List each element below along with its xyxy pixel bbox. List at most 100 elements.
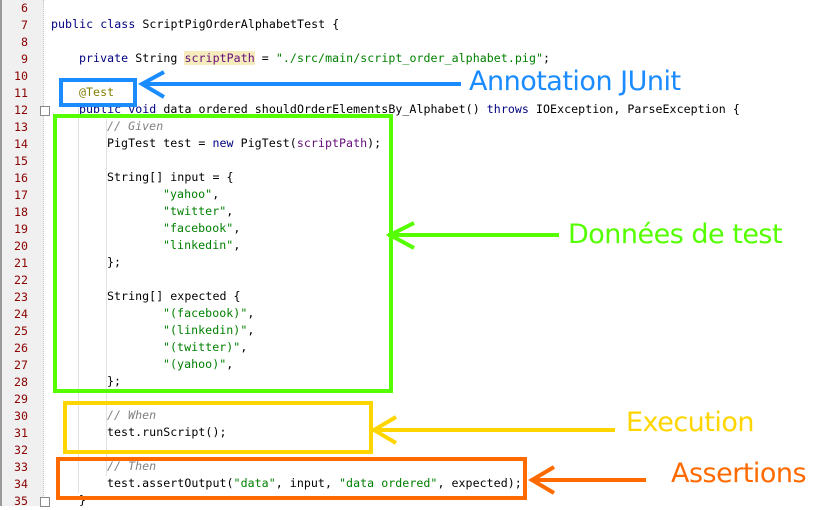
- line-number: 34: [14, 477, 28, 491]
- code-line: // Given: [107, 119, 163, 136]
- code-token: scriptPath: [296, 136, 368, 150]
- code-token: test.runScript();: [107, 425, 227, 439]
- line-number: 12: [14, 103, 28, 117]
- line-number: 17: [14, 188, 28, 202]
- code-token: ,: [247, 306, 255, 320]
- code-token: public class: [51, 17, 143, 31]
- code-token: "twitter": [163, 204, 227, 218]
- code-token: "yahoo": [163, 187, 213, 201]
- code-line: "(linkedin)",: [163, 323, 254, 340]
- line-number: 26: [14, 341, 28, 355]
- code-line: // Then: [107, 459, 156, 476]
- line-number: 27: [14, 358, 28, 372]
- code-token: ,: [247, 323, 255, 337]
- code-token: "(twitter)": [163, 340, 241, 354]
- code-token: "data": [233, 476, 276, 490]
- code-token: IOException, ParseException {: [535, 102, 740, 116]
- line-number: 33: [14, 460, 28, 474]
- indent-guide: [106, 289, 107, 357]
- line-number: 29: [14, 392, 28, 406]
- code-line: "(twitter)",: [163, 340, 247, 357]
- test-data-box: [53, 114, 393, 393]
- code-token: };: [107, 374, 122, 388]
- line-number: 11: [14, 86, 28, 100]
- code-line: }: [79, 493, 86, 510]
- code-line: "yahoo",: [163, 187, 219, 204]
- code-line: private String scriptPath = "./src/main/…: [79, 51, 550, 68]
- line-number: 7: [21, 18, 28, 32]
- code-token: );: [367, 136, 382, 150]
- code-token: test.assertOutput(: [107, 476, 234, 490]
- line-number: 9: [21, 52, 28, 66]
- code-token: "linkedin": [163, 238, 234, 252]
- execution-label: Execution: [626, 407, 755, 438]
- line-number: 25: [14, 324, 28, 338]
- code-line: test.assertOutput("data", input, "data o…: [107, 476, 522, 493]
- code-token: // When: [107, 408, 157, 422]
- code-token: , expected);: [437, 476, 522, 490]
- code-line: "linkedin",: [163, 238, 240, 255]
- line-number: 31: [14, 426, 28, 440]
- line-number: 23: [14, 290, 28, 304]
- code-token: "(yahoo)": [163, 357, 227, 371]
- code-token: String[] expected {: [107, 289, 241, 303]
- line-number: 20: [14, 239, 28, 253]
- code-token: }: [79, 493, 87, 507]
- code-token: , input,: [275, 476, 340, 490]
- execution-arrow: [370, 415, 615, 445]
- line-number: 19: [14, 222, 28, 236]
- code-token: private: [79, 51, 136, 65]
- junit-annotation-label: Annotation JUnit: [469, 66, 681, 97]
- line-number: 13: [14, 120, 28, 134]
- junit-annotation-box: [59, 78, 137, 107]
- execution-box: [63, 401, 373, 454]
- assertions-label: Assertions: [671, 458, 807, 489]
- code-token: // Then: [107, 459, 157, 473]
- code-token: };: [107, 255, 122, 269]
- code-line: test.runScript();: [107, 425, 227, 442]
- code-line: // When: [107, 408, 156, 425]
- code-line: @Test: [79, 85, 114, 102]
- code-line: };: [107, 374, 121, 391]
- code-token: new: [212, 136, 241, 150]
- code-token: "./src/main/script_order_alphabet.pig": [275, 51, 544, 65]
- code-token: scriptPath: [184, 51, 255, 65]
- code-token: ,: [233, 221, 241, 235]
- code-line: public void data_ordered_shouldOrderElem…: [79, 102, 740, 119]
- code-line: String[] input = {: [107, 170, 234, 187]
- code-token: ,: [226, 204, 234, 218]
- code-token: "facebook": [163, 221, 234, 235]
- line-number: 6: [21, 1, 28, 15]
- code-token: ,: [233, 238, 241, 252]
- code-token: // Given: [107, 119, 164, 133]
- fold-toggle-icon[interactable]: [40, 106, 50, 116]
- code-token: ,: [240, 340, 248, 354]
- line-number: 14: [14, 137, 28, 151]
- code-line: String[] expected {: [107, 289, 241, 306]
- code-token: ScriptPigOrderAlphabetTest {: [142, 17, 340, 31]
- line-number: 22: [14, 273, 28, 287]
- code-token: String[] input = {: [107, 170, 234, 184]
- assertions-box: [56, 457, 527, 500]
- code-token: ,: [212, 187, 220, 201]
- code-token: =: [254, 51, 276, 65]
- line-number: 35: [14, 494, 28, 508]
- code-token: PigTest test =: [107, 136, 213, 150]
- code-token: "data ordered": [339, 476, 438, 490]
- line-number: 21: [14, 256, 28, 270]
- test-data-label: Données de test: [568, 219, 783, 250]
- line-number: 32: [14, 443, 28, 457]
- assertions-arrow: [528, 465, 646, 495]
- code-token: "(linkedin)": [163, 323, 248, 337]
- line-number: 8: [21, 35, 28, 49]
- code-token: data_ordered_shouldOrderElementsBy_Alpha…: [163, 102, 487, 116]
- line-number: 10: [14, 69, 28, 83]
- line-number: 15: [14, 154, 28, 168]
- code-line: "(yahoo)",: [163, 357, 233, 374]
- code-token: ,: [226, 357, 234, 371]
- indent-guide: [78, 102, 79, 493]
- code-line: };: [107, 255, 121, 272]
- line-number: 18: [14, 205, 28, 219]
